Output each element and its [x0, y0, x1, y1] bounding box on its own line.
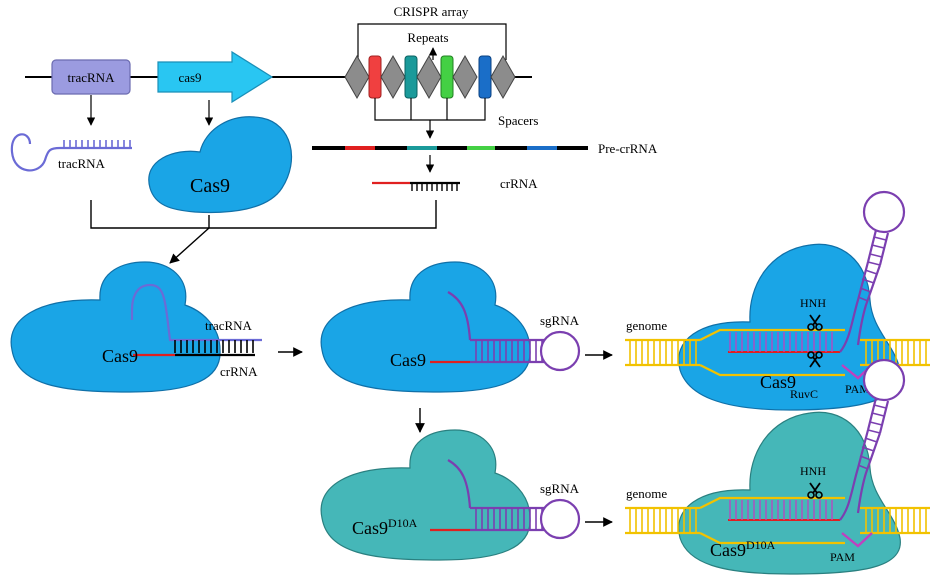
genome-label-top: genome — [626, 318, 667, 333]
merge-connector — [90, 200, 437, 264]
cas9-protein-top: Cas9 — [148, 116, 293, 214]
cas9-sgrna-complex: Cas9 sgRNA — [320, 261, 581, 393]
repeats-label: Repeats — [407, 30, 448, 45]
ruvc-label: RuvC — [790, 387, 818, 401]
spacers-label: Spacers — [498, 113, 538, 128]
cas9-label-top: Cas9 — [190, 175, 230, 197]
pam-label-bottom: PAM — [830, 550, 855, 564]
tracrRNA-label: tracRNA — [58, 156, 106, 171]
crrna-complex-label: crRNA — [220, 364, 258, 379]
cas9-label-mid-left: Cas9 — [102, 346, 138, 366]
crispr-array-bracket: CRISPR array Repeats — [357, 4, 507, 60]
pre-crrna-label: Pre-crRNA — [598, 141, 658, 156]
genome-label-bottom: genome — [626, 486, 667, 501]
cas9-d10a-label-right: Cas9D10A — [710, 538, 776, 560]
cas9-d10a-label-mid: Cas9D10A — [352, 516, 418, 538]
cas9-d10a-sgrna-complex: Cas9D10A sgRNA — [320, 429, 581, 561]
tracrRNA-gene-box: tracRNA — [51, 59, 131, 95]
crispr-array — [344, 54, 516, 100]
crrna-label-top: crRNA — [500, 176, 538, 191]
hnh-label-top: HNH — [800, 296, 826, 310]
tracrRNA-gene-label: tracRNA — [68, 70, 116, 85]
spacers-bracket: Spacers — [374, 98, 538, 139]
tracrRNA-complex-label: tracRNA — [205, 318, 253, 333]
sgrna-label-bottom: sgRNA — [540, 481, 580, 496]
cas9-gene-arrow: cas9 — [157, 50, 274, 104]
crispr-array-label: CRISPR array — [394, 4, 469, 19]
pre-crrna: Pre-crRNA — [312, 141, 658, 156]
cas9-d10a-genome-complex: Cas9D10A HNH PAM genome — [625, 358, 930, 575]
sgrna-label-mid: sgRNA — [540, 313, 580, 328]
tracrRNA-transcript: tracRNA — [10, 133, 132, 172]
cas9-complex-dual-rna: Cas9 tracRNA crRNA — [10, 261, 262, 393]
crrna-top: crRNA — [372, 176, 538, 191]
cas9-label-mid: Cas9 — [390, 350, 426, 370]
cas9-label-right-top: Cas9 — [760, 372, 796, 392]
hnh-label-bottom: HNH — [800, 464, 826, 478]
cas9-gene-label: cas9 — [178, 70, 201, 85]
cas9-genome-complex: Cas9 HNH RuvC PAM genome — [625, 190, 930, 411]
